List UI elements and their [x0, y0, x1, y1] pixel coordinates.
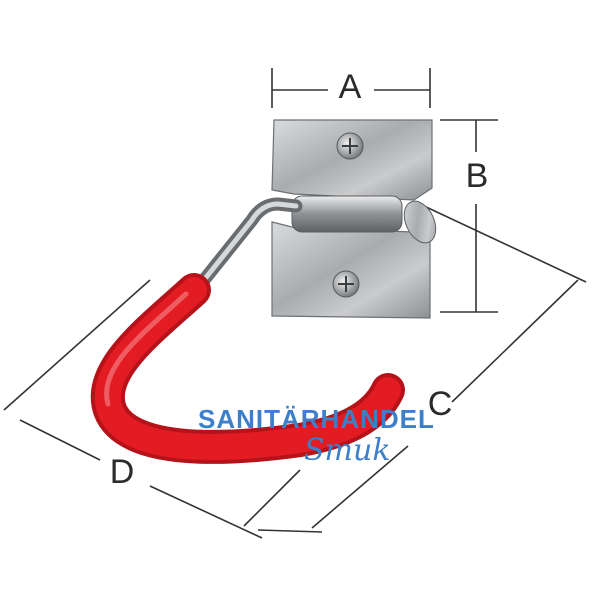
lower-screw-icon: [332, 270, 360, 298]
hinge-barrel: [291, 195, 403, 233]
dimension-c: C: [257, 205, 587, 533]
upper-screw-icon: [336, 132, 364, 160]
dimension-b: B: [440, 119, 498, 313]
dimension-a: A: [271, 68, 431, 108]
watermark-line1: SANITÄRHANDEL: [198, 404, 435, 434]
lower-mounting-plate: [271, 221, 431, 319]
dimension-c-label: C: [428, 385, 453, 423]
dimension-d: D: [3, 279, 301, 539]
wall-hook-icon: [90, 119, 437, 464]
upper-mounting-plate: [271, 119, 433, 201]
dimension-b-label: B: [466, 157, 489, 195]
hinge-pin: [403, 200, 437, 244]
watermark-line2: Smuk: [304, 433, 391, 468]
dimension-d-label: D: [110, 453, 135, 491]
dimension-a-label: A: [339, 68, 362, 106]
watermark: SANITÄRHANDEL Smuk: [198, 404, 435, 468]
